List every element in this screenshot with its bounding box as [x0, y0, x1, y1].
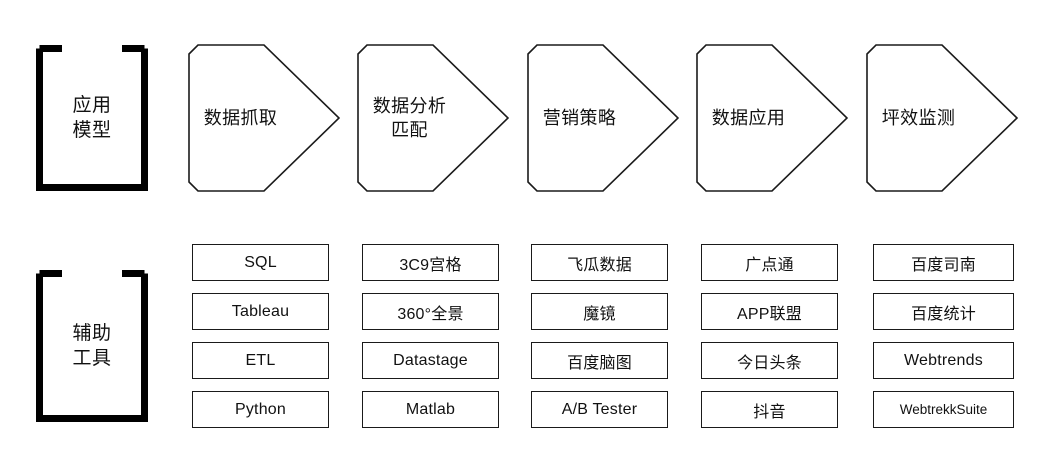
tool-item-c4-r4[interactable]: 抖音: [701, 391, 838, 428]
tool-item-label: 魔镜: [583, 305, 616, 323]
tool-item-label: 抖音: [753, 403, 786, 421]
tool-item-label: SQL: [244, 253, 277, 271]
tool-item-label: Python: [234, 400, 286, 418]
chevron-shape-icon: [696, 44, 848, 192]
bracket-application-model: 应用 模型: [36, 45, 148, 191]
tool-item-label: Matlab: [405, 400, 456, 418]
tool-item-c1-r4[interactable]: Python: [192, 391, 329, 428]
stage-chevron-5[interactable]: 坪效监测: [866, 44, 1018, 192]
tool-item-label: Datastage: [393, 351, 468, 369]
tool-item-label: Tableau: [231, 302, 290, 320]
tool-item-c2-r4[interactable]: Matlab: [362, 391, 499, 428]
tool-item-c3-r4[interactable]: A/B Tester: [531, 391, 668, 428]
tool-item-c2-r1[interactable]: 3C9宫格: [362, 244, 499, 281]
tool-item-label: 今日头条: [737, 354, 802, 372]
tool-item-label: 百度司南: [911, 256, 976, 274]
tool-item-c4-r1[interactable]: 广点通: [701, 244, 838, 281]
stage-label-4: 数据应用: [696, 44, 801, 192]
tool-item-c5-r2[interactable]: 百度统计: [873, 293, 1014, 330]
tool-item-c4-r2[interactable]: APP联盟: [701, 293, 838, 330]
chevron-shape-icon: [527, 44, 679, 192]
tool-item-c3-r2[interactable]: 魔镜: [531, 293, 668, 330]
tool-item-c5-r4[interactable]: WebtrekkSuite: [873, 391, 1014, 428]
stage-chevron-1[interactable]: 数据抓取: [188, 44, 340, 192]
chevron-shape-icon: [188, 44, 340, 192]
bracket-label-line1: 辅助: [72, 322, 112, 344]
bracket-label-application-model: 应用 模型: [36, 45, 148, 191]
bracket-shape-icon: [36, 270, 148, 422]
bracket-label-support-tools: 辅助 工具: [36, 270, 148, 422]
stage-label-line1: 坪效监测: [881, 107, 956, 128]
tool-item-c4-r3[interactable]: 今日头条: [701, 342, 838, 379]
stage-label-line2: 匹配: [391, 120, 428, 140]
tool-item-c3-r1[interactable]: 飞瓜数据: [531, 244, 668, 281]
tool-item-label: A/B Tester: [561, 400, 638, 418]
tool-item-c3-r3[interactable]: 百度脑图: [531, 342, 668, 379]
tool-item-c5-r1[interactable]: 百度司南: [873, 244, 1014, 281]
bracket-label-line2: 工具: [72, 348, 112, 369]
tool-item-label: 飞瓜数据: [567, 256, 632, 274]
tool-item-c5-r3[interactable]: Webtrends: [873, 342, 1014, 379]
tool-item-label: WebtrekkSuite: [899, 402, 988, 417]
tool-item-c2-r3[interactable]: Datastage: [362, 342, 499, 379]
tool-item-c1-r3[interactable]: ETL: [192, 342, 329, 379]
chevron-shape-icon: [357, 44, 509, 192]
tool-item-label: APP联盟: [736, 305, 803, 323]
stage-label-line1: 数据应用: [711, 107, 786, 128]
tool-item-label: 百度脑图: [567, 354, 632, 372]
tool-item-label: 百度统计: [911, 305, 976, 323]
tool-item-label: Webtrends: [904, 351, 983, 369]
tool-item-c1-r2[interactable]: Tableau: [192, 293, 329, 330]
stage-label-2: 数据分析 匹配: [357, 44, 462, 192]
stage-label-line1: 营销策略: [542, 107, 617, 128]
stage-label-line1: 数据抓取: [203, 107, 278, 128]
tool-item-label: ETL: [245, 351, 276, 369]
stage-label-3: 营销策略: [527, 44, 632, 192]
tool-item-c1-r1[interactable]: SQL: [192, 244, 329, 281]
tool-item-label: 360°全景: [397, 305, 464, 323]
stage-chevron-2[interactable]: 数据分析 匹配: [357, 44, 509, 192]
bracket-support-tools: 辅助 工具: [36, 270, 148, 422]
bracket-shape-icon: [36, 45, 148, 191]
bracket-label-line2: 模型: [72, 120, 112, 141]
chevron-shape-icon: [866, 44, 1018, 192]
tool-item-label: 3C9宫格: [399, 256, 462, 274]
stage-label-5: 坪效监测: [866, 44, 971, 192]
tool-item-label: 广点通: [745, 256, 794, 274]
stage-label-line1: 数据分析: [372, 95, 447, 116]
stage-label-1: 数据抓取: [188, 44, 293, 192]
stage-chevron-4[interactable]: 数据应用: [696, 44, 848, 192]
tool-item-c2-r2[interactable]: 360°全景: [362, 293, 499, 330]
stage-chevron-3[interactable]: 营销策略: [527, 44, 679, 192]
bracket-label-line1: 应用: [72, 94, 112, 116]
